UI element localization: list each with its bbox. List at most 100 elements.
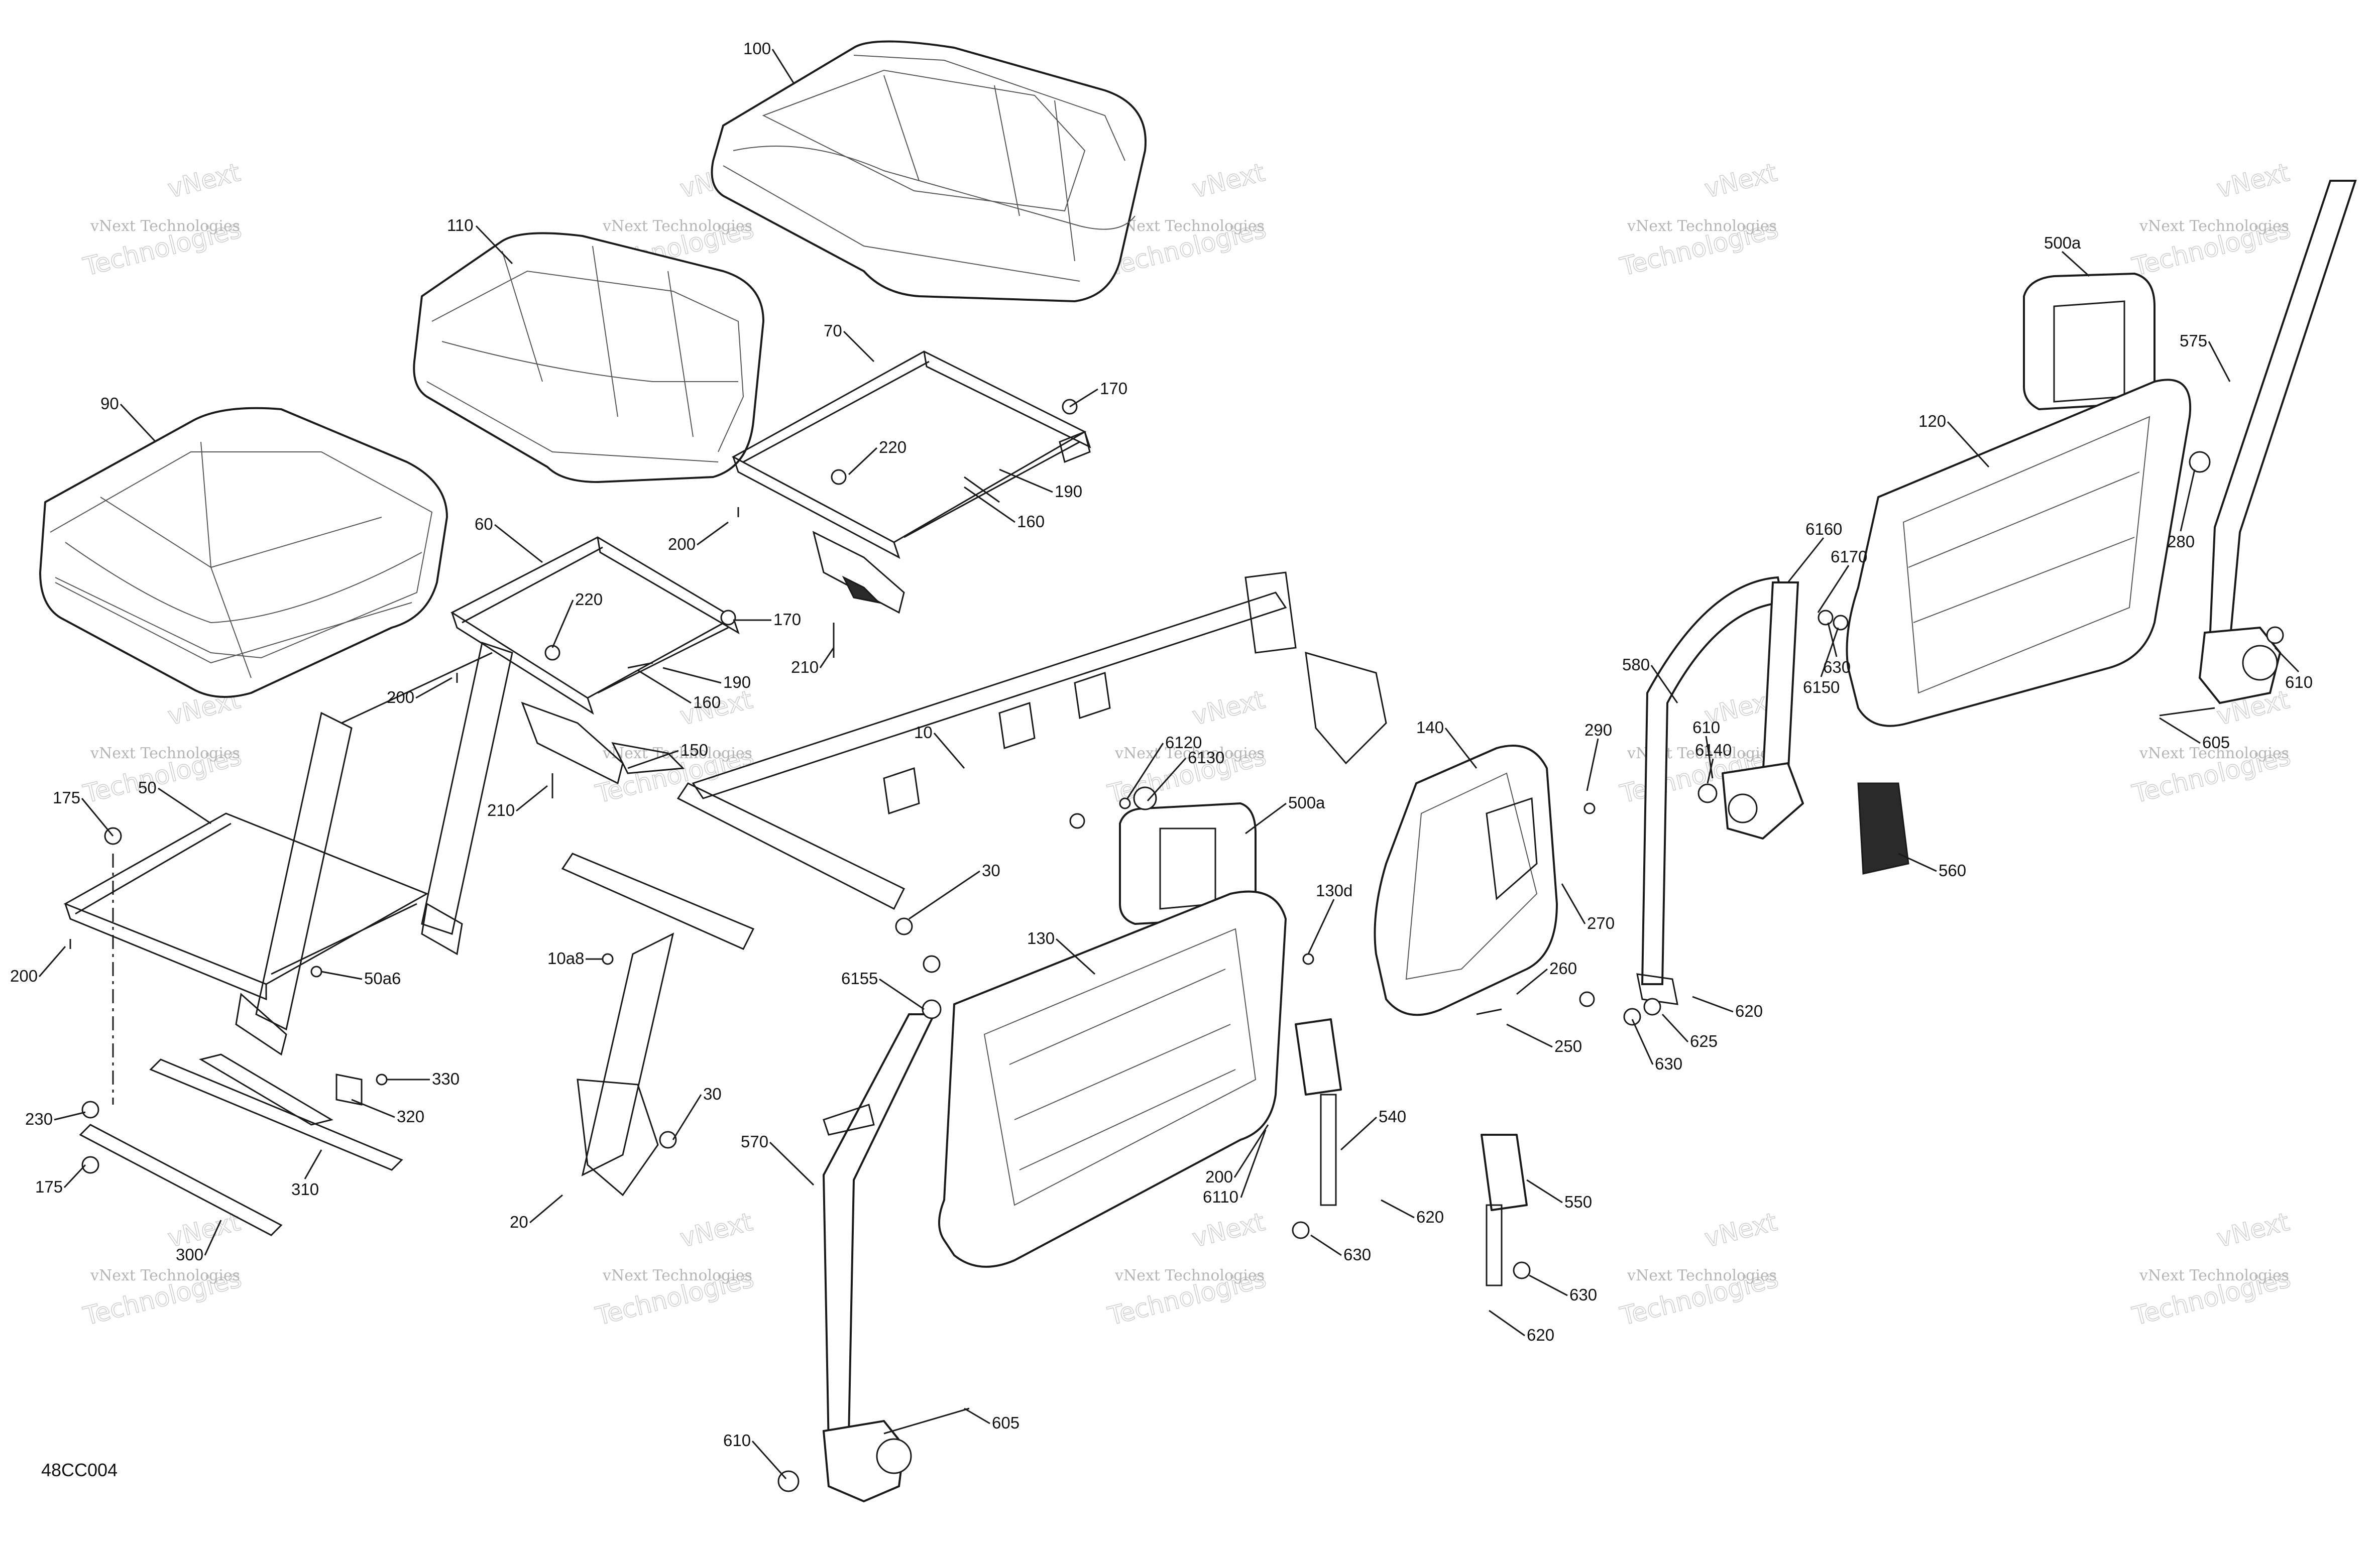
leader-p605b — [2159, 717, 2201, 744]
callout-p90: 90 — [100, 394, 119, 413]
callout-p630b: 630 — [1569, 1285, 1597, 1304]
callout-p100: 100 — [743, 39, 771, 58]
callout-p175a: 175 — [53, 788, 80, 807]
leader-p610a — [751, 1441, 787, 1479]
leader-p170a — [1069, 388, 1098, 408]
callout-p220b: 220 — [575, 590, 603, 609]
callout-p330: 330 — [432, 1070, 460, 1088]
callout-p70: 70 — [824, 321, 842, 340]
leader-p90 — [120, 403, 157, 443]
callout-p560: 560 — [1939, 861, 1966, 880]
leader-p570 — [769, 1141, 815, 1186]
leader-p190b — [662, 667, 722, 684]
leader-p575 — [2208, 341, 2231, 382]
leader-p200d — [1233, 1124, 1269, 1178]
leader-p630c — [1631, 1019, 1654, 1065]
watermark-text: vNext Technologies — [2139, 1267, 2289, 1284]
callout-p6155: 6155 — [841, 969, 878, 988]
slider-rails — [79, 1053, 403, 1236]
seat-cushion-90 — [39, 407, 448, 698]
callout-p30a: 30 — [982, 861, 1000, 880]
callout-p60: 60 — [475, 515, 493, 533]
leader-p175b — [63, 1164, 86, 1189]
leader-p630b — [1529, 1274, 1568, 1296]
callout-p110: 110 — [447, 216, 474, 234]
leader-p580 — [1650, 665, 1678, 703]
watermark-outline-top: vNext — [2214, 1207, 2292, 1253]
leader-p630a — [1310, 1234, 1342, 1256]
callout-p6170: 6170 — [1831, 547, 1867, 566]
callout-p605a: 605 — [992, 1413, 1019, 1432]
leader-p270 — [1561, 883, 1586, 924]
leader-p120 — [1947, 421, 1990, 468]
leader-p110 — [475, 225, 513, 265]
leader-p140 — [1444, 728, 1478, 769]
callout-p260: 260 — [1549, 959, 1577, 978]
callout-p160b: 160 — [693, 693, 721, 711]
leader-p610c — [2274, 647, 2300, 673]
callout-p6130: 6130 — [1188, 748, 1224, 767]
seat-frame-60 — [450, 536, 740, 785]
callout-p200a: 200 — [668, 535, 696, 553]
callout-p250: 250 — [1554, 1037, 1582, 1055]
leader-p6140 — [1707, 758, 1714, 784]
callout-p50a6: 50a6 — [364, 969, 401, 988]
seat-belt-575 — [2198, 180, 2357, 704]
callout-p230: 230 — [25, 1110, 53, 1128]
callout-labels: 1001109070170220190160200210602201701901… — [10, 39, 2313, 1450]
watermark-text: vNext Technologies — [2139, 217, 2289, 235]
leader-p160b — [637, 669, 692, 704]
callout-p30b: 30 — [703, 1085, 722, 1103]
callout-p540: 540 — [1379, 1107, 1406, 1126]
callout-p630c: 630 — [1655, 1054, 1682, 1073]
callout-p170a: 170 — [1100, 379, 1127, 398]
leader-p130d — [1307, 899, 1335, 955]
watermark-text: vNext Technologies — [602, 217, 752, 235]
leader-p6160 — [1787, 537, 1825, 583]
leader-p70 — [843, 330, 875, 363]
callout-p630a: 630 — [1343, 1245, 1371, 1264]
callout-p6120: 6120 — [1165, 733, 1202, 752]
leader-p540 — [1340, 1116, 1378, 1151]
watermark-text: vNext Technologies — [90, 1267, 240, 1284]
leader-p175a — [81, 798, 114, 837]
seat-frame-70 — [731, 350, 1091, 614]
leader-p210a — [819, 647, 835, 668]
leader-p6120 — [1126, 743, 1164, 799]
callout-p290: 290 — [1584, 721, 1612, 739]
callout-p20: 20 — [510, 1213, 528, 1231]
callout-p6160: 6160 — [1805, 520, 1842, 538]
leader-p250 — [1506, 1023, 1553, 1048]
watermark-text: vNext Technologies — [90, 745, 240, 762]
callout-p280: 280 — [2167, 532, 2195, 551]
callout-p575: 575 — [2180, 331, 2207, 350]
leader-p210b — [516, 785, 548, 812]
leader-p6130 — [1147, 758, 1187, 801]
callout-p190b: 190 — [723, 673, 751, 691]
callout-p300: 300 — [176, 1245, 203, 1264]
callout-p625: 625 — [1690, 1032, 1718, 1050]
main-frame-10 — [561, 571, 1387, 1197]
leader-p560 — [1898, 853, 1937, 872]
callout-p200b: 200 — [387, 688, 414, 706]
leader-p500a1 — [1245, 802, 1287, 835]
callout-p610b: 610 — [1692, 718, 1720, 737]
leader-p320 — [351, 1099, 395, 1118]
callout-p580: 580 — [1622, 655, 1650, 674]
leader-p230 — [54, 1111, 86, 1121]
callout-p620b: 620 — [1527, 1326, 1554, 1344]
watermark-outline-top: vNext — [1702, 1207, 1780, 1253]
watermark-text: vNext Technologies — [1114, 745, 1265, 762]
leader-p620a — [1381, 1199, 1415, 1219]
watermark-text: vNext Technologies — [602, 1267, 752, 1284]
leader-p620b — [1489, 1310, 1525, 1337]
leader-p150 — [627, 750, 679, 769]
callout-p10: 10 — [914, 723, 933, 742]
